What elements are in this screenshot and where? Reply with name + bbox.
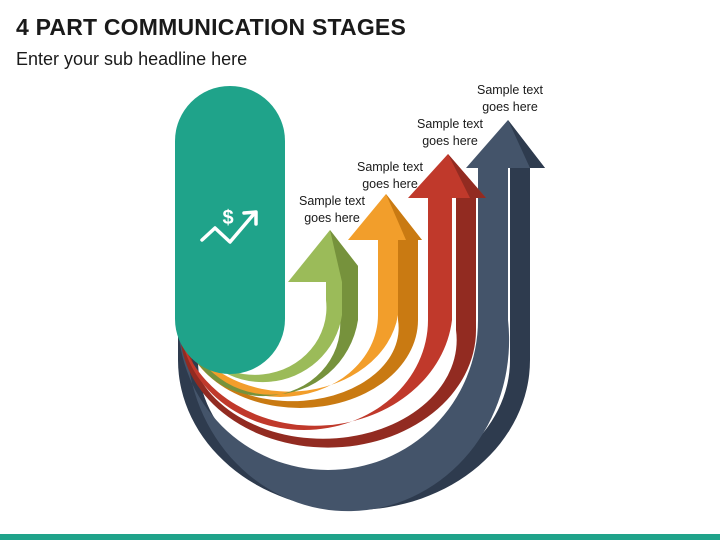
svg-text:$: $ <box>222 207 233 229</box>
stage-4-arrow <box>178 120 545 512</box>
pill-shape <box>175 86 285 374</box>
stage-1-arrow <box>184 230 358 397</box>
stage-1-label-line1: Sample text <box>298 194 365 208</box>
stage-1-arrowhead-shade <box>330 230 358 282</box>
stage-2-label-line2: goes here <box>362 177 418 191</box>
page-title: 4 PART COMMUNICATION STAGES <box>16 14 407 40</box>
stage-3-arrow <box>180 154 486 448</box>
stage-4-label: Sample text goes here <box>450 82 570 116</box>
stage-3-arrowhead-shade <box>448 154 486 198</box>
stage-4-label-line2: goes here <box>482 100 538 114</box>
bottom-accent-bar <box>0 534 720 540</box>
stage-2-arrow <box>182 194 422 408</box>
stage-3-label-line1: Sample text <box>416 117 483 131</box>
stage-1-label-line2: goes here <box>304 211 360 225</box>
page-subtitle: Enter your sub headline here <box>16 49 248 69</box>
dollar-growth-icon: $ <box>200 207 258 244</box>
stage-3-label-line2: goes here <box>422 134 478 148</box>
stage-3-label: Sample text goes here <box>390 116 510 150</box>
stage-4-arrowhead-shade <box>508 120 545 168</box>
stage-2-arrowhead-shade <box>386 194 422 240</box>
stage-2-label: Sample text goes here <box>330 159 450 193</box>
stage-4-label-line1: Sample text <box>476 83 543 97</box>
stage-2-label-line1: Sample text <box>356 160 423 174</box>
stage-1-label: Sample text goes here <box>272 193 392 227</box>
